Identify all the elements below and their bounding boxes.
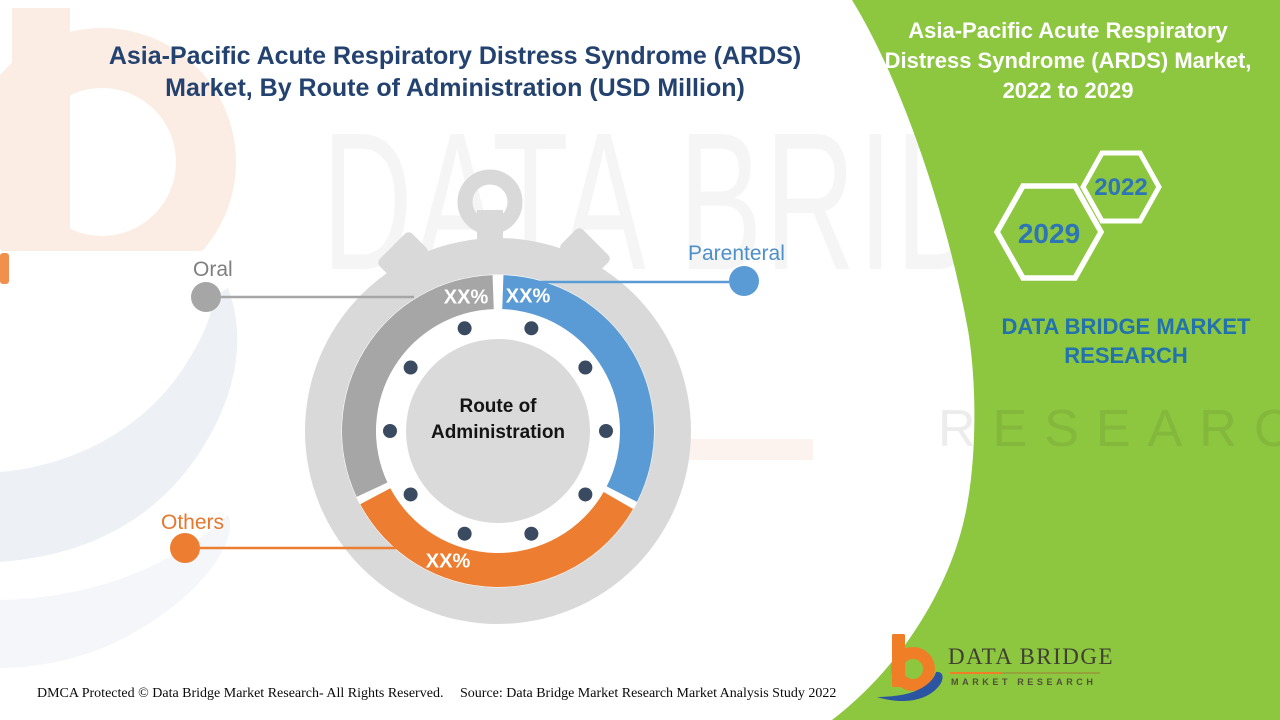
tick-dot bbox=[403, 487, 418, 502]
year-badge-2029: 2029 bbox=[1017, 218, 1081, 249]
source-note: Source: Data Bridge Market Research Mark… bbox=[460, 686, 837, 701]
green-panel-shape bbox=[832, 0, 1280, 720]
watermark-orange-tip bbox=[0, 253, 9, 284]
stopwatch-left-button bbox=[378, 232, 428, 282]
tick-dot bbox=[457, 526, 472, 541]
segment-oral bbox=[342, 275, 494, 497]
face-tick-dots bbox=[383, 321, 613, 541]
segment-parenteral bbox=[502, 275, 655, 502]
parenteral-label: Parenteral bbox=[688, 242, 785, 265]
others-value: XX% bbox=[425, 550, 471, 573]
logo-wordmark: DATA BRIDGE bbox=[948, 644, 1115, 669]
parenteral-dot bbox=[729, 266, 759, 296]
watermark-b-logo bbox=[0, 8, 238, 668]
chart-center-label: Route of Administration bbox=[430, 396, 566, 443]
year-badge-2022: 2022 bbox=[1094, 174, 1148, 201]
dmca-notice: DMCA Protected © Data Bridge Market Rese… bbox=[37, 686, 444, 701]
stopwatch-right-button bbox=[560, 228, 610, 278]
donut-segments bbox=[342, 275, 655, 587]
oral-value: XX% bbox=[443, 286, 489, 309]
logo-underline bbox=[950, 672, 1100, 674]
hexagon-2022 bbox=[1080, 150, 1162, 224]
tick-dot bbox=[578, 360, 593, 375]
data-bridge-logo-icon bbox=[877, 634, 943, 702]
oral-label: Oral bbox=[193, 258, 233, 281]
segment-others bbox=[360, 488, 634, 587]
side-panel-title: Asia-Pacific Acute Respiratory Distress … bbox=[884, 18, 1252, 103]
year-hexagons bbox=[993, 150, 1162, 281]
tick-dot bbox=[457, 321, 472, 336]
tick-dot bbox=[578, 487, 593, 502]
parenteral-value: XX% bbox=[505, 285, 551, 308]
others-dot bbox=[170, 533, 200, 563]
tick-dot bbox=[403, 360, 418, 375]
center-disc bbox=[406, 339, 590, 523]
page-title: Asia-Pacific Acute Respiratory Distress … bbox=[108, 42, 802, 102]
hexagon-2029 bbox=[993, 183, 1105, 281]
tick-dot bbox=[524, 526, 539, 541]
others-label: Others bbox=[161, 511, 225, 534]
stopwatch-crown-ring bbox=[457, 169, 523, 235]
tick-dot bbox=[599, 424, 613, 438]
logo-subtitle: MARKET RESEARCH bbox=[951, 677, 1097, 687]
brand-text: DATA BRIDGE MARKET RESEARCH bbox=[1001, 314, 1251, 368]
tick-dot bbox=[383, 424, 397, 438]
oral-dot bbox=[191, 282, 221, 312]
tick-dot bbox=[524, 321, 539, 336]
